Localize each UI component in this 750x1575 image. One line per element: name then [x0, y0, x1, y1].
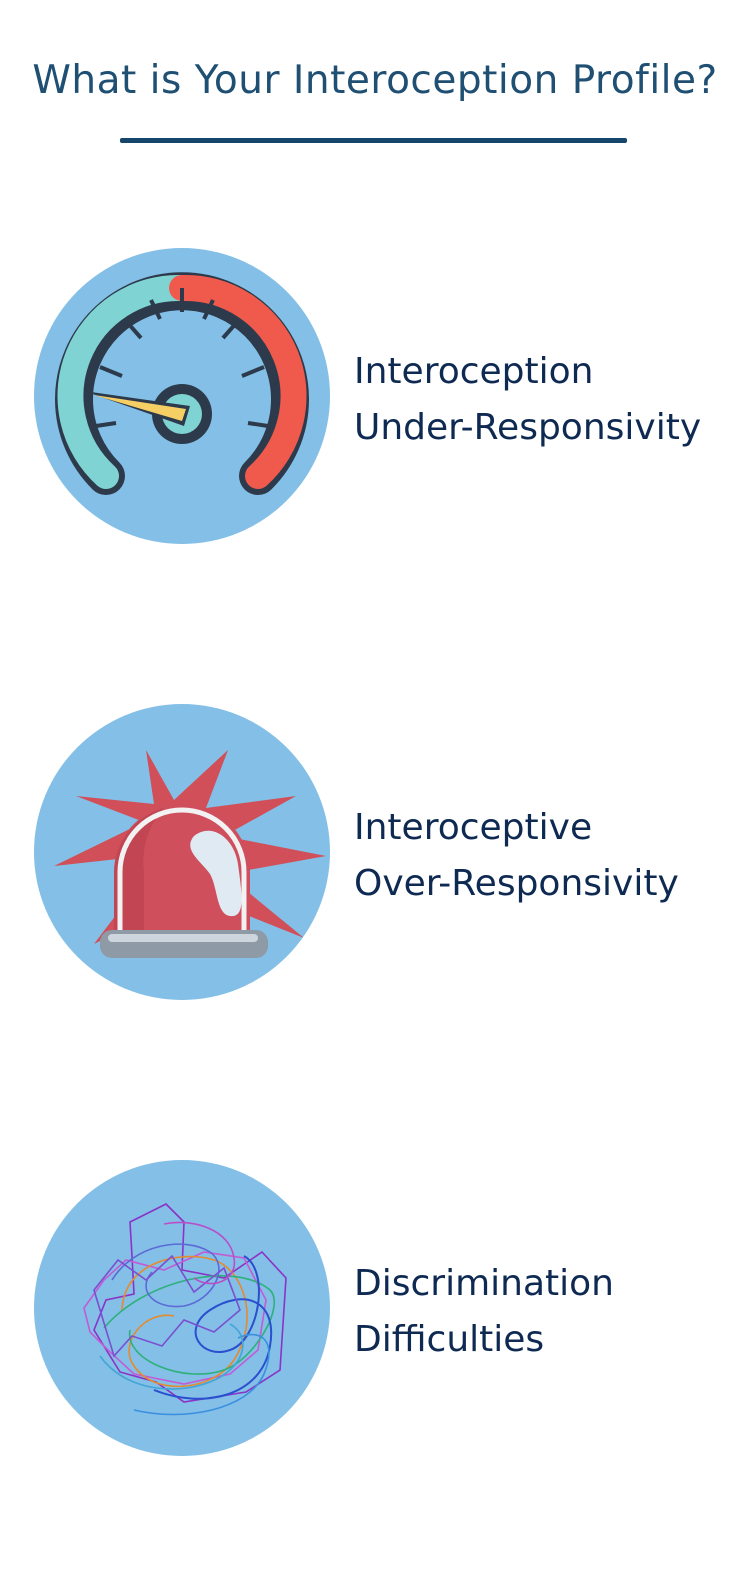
profile-label-line2: Over-Responsivity	[354, 863, 679, 904]
profile-label-line1: Interoception	[354, 351, 594, 392]
profile-item-under-responsivity: Interoception Under-Responsivity	[0, 248, 750, 544]
profile-label-line2: Difficulties	[354, 1319, 545, 1360]
alarm-siren-icon	[54, 750, 326, 958]
title-underline	[120, 138, 627, 143]
icon-circle	[34, 704, 330, 1000]
profile-label-line2: Under-Responsivity	[354, 407, 702, 448]
profile-item-over-responsivity: Interoceptive Over-Responsivity	[0, 704, 750, 1000]
profile-label: Interoception Under-Responsivity	[354, 344, 701, 456]
profile-label: Interoceptive Over-Responsivity	[354, 800, 679, 912]
icon-circle	[34, 1160, 330, 1456]
tangled-lines-icon	[83, 1203, 287, 1416]
speedometer-icon	[55, 272, 309, 495]
profile-label-line1: Discrimination	[354, 1263, 614, 1304]
page-title: What is Your Interoception Profile?	[32, 58, 718, 103]
icon-circle	[34, 248, 330, 544]
profile-item-discrimination-difficulties: Discrimination Difficulties	[0, 1160, 750, 1456]
profile-label: Discrimination Difficulties	[354, 1256, 614, 1368]
profile-label-line1: Interoceptive	[354, 807, 593, 848]
